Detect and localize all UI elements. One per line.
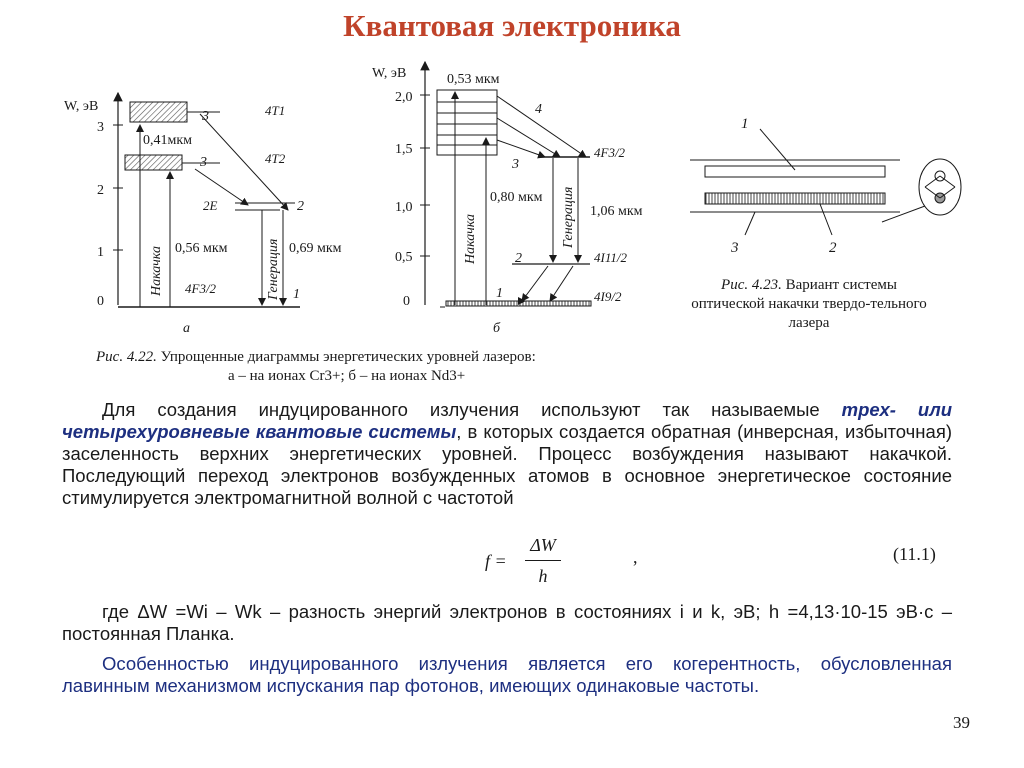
laser-rod [704, 192, 886, 205]
term-label-4t1: 4T1 [265, 103, 285, 118]
formula-numerator: ΔW [530, 535, 556, 555]
paragraph-intro-start: Для создания индуцированного излучения и… [102, 399, 820, 420]
term-label-4f32-a: 4F3/2 [185, 281, 217, 296]
fig-sublabel-a: а [183, 321, 190, 336]
level-number-b-3: 3 [511, 157, 519, 172]
term-label-4f32-b: 4F3/2 [594, 145, 626, 160]
page-number: 39 [953, 713, 970, 732]
fig-sublabel-b: б [493, 321, 501, 336]
y-axis-label-b: W, эВ [372, 66, 406, 81]
pumping-system-diagram [690, 128, 962, 236]
paragraph-coherence: Особенностью индуцированного излучения я… [62, 653, 952, 696]
caption-4-23-text: Вариант системы оптической накачки тверд… [691, 277, 927, 331]
formula-number: (11.1) [893, 544, 936, 564]
formula-lhs: f = [485, 551, 507, 571]
paragraph-intro: Для создания индуцированного излучения и… [62, 399, 952, 509]
term-label-4i92: 4I9/2 [594, 289, 622, 304]
formula-comma: , [633, 547, 638, 567]
figures: W, эВ 3 2 1 0 3 3 2 1 4T1 4T2 2E 4F3/2 0… [64, 60, 962, 336]
pump-label-2: 2 [829, 240, 837, 256]
level-number-a-3-lower: 3 [199, 155, 207, 170]
y-tick-b-05: 0,5 [395, 250, 413, 265]
ground-level-b [445, 300, 592, 307]
y-axis-label-a: W, эВ [64, 99, 98, 114]
caption-4-22-line1: Рис. 4.22. Упрощенные диаграммы энергети… [96, 348, 656, 367]
wavelength-b-080: 0,80 мкм [490, 190, 543, 205]
y-tick-b-15: 1,5 [395, 142, 413, 157]
level-number-b-2: 2 [515, 251, 522, 266]
caption-fig-4-23: Рис. 4.23. Вариант системы оптической на… [684, 276, 934, 333]
wavelength-a-069: 0,69 мкм [289, 241, 342, 256]
y-tick-b-20: 2,0 [395, 90, 413, 105]
pump-label-1: 1 [741, 116, 749, 132]
paragraph-definitions: где ΔW =Wi – Wk – разность энергий элект… [62, 601, 952, 644]
paragraph-intro-end: , в которых создается обратная (инверсна… [62, 421, 952, 508]
level-number-a-3-upper: 3 [201, 109, 209, 124]
wavelength-a-041: 0,41мкм [143, 133, 192, 148]
level-number-a-2: 2 [297, 199, 304, 214]
formula-denominator: h [538, 566, 548, 586]
label-pumping-b: Накачка [463, 214, 478, 265]
energy-diagram-nd [420, 60, 592, 308]
pump-label-3: 3 [730, 240, 739, 256]
wavelength-b-106: 1,06 мкм [590, 204, 643, 219]
level-number-b-4: 4 [535, 102, 542, 117]
level-number-a-1: 1 [293, 287, 300, 302]
y-tick-a-1: 1 [97, 245, 104, 260]
term-label-2e: 2E [203, 198, 218, 213]
level-number-b-1: 1 [496, 286, 503, 301]
label-generation-b: Генерация [561, 187, 576, 249]
level-band-4t1 [129, 101, 188, 123]
y-tick-a-0: 0 [97, 294, 104, 309]
wavelength-a-056: 0,56 мкм [175, 241, 228, 256]
y-tick-b-10: 1,0 [395, 200, 413, 215]
page-title: Квантовая электроника [343, 8, 681, 43]
label-pumping-a: Накачка [149, 246, 164, 297]
level-band-4t2 [124, 154, 183, 171]
caption-fig-4-22: Рис. 4.22. Упрощенные диаграммы энергети… [96, 348, 656, 386]
y-tick-a-2: 2 [97, 183, 104, 198]
reflector-cross-section [918, 158, 962, 216]
formula-bar [525, 560, 561, 561]
energy-diagram-cr [113, 91, 300, 308]
paragraph-intro-emphasis: трех- или четырехуровневые квантовые сис… [62, 399, 952, 442]
y-tick-b-0: 0 [403, 294, 410, 309]
term-label-4t2: 4T2 [265, 151, 286, 166]
y-tick-a-3: 3 [97, 120, 104, 135]
label-generation-a: Генерация [266, 239, 281, 301]
caption-4-22-text: Упрощенные диаграммы энергетических уров… [160, 349, 536, 365]
caption-4-23-prefix: Рис. 4.23. [721, 277, 782, 293]
wavelength-b-053: 0,53 мкм [447, 72, 500, 87]
caption-4-22-line2: а – на ионах Cr3+; б – на ионах Nd3+ [228, 368, 466, 384]
term-label-4i112: 4I11/2 [594, 250, 627, 265]
caption-4-22-prefix: Рис. 4.22. [96, 349, 157, 365]
